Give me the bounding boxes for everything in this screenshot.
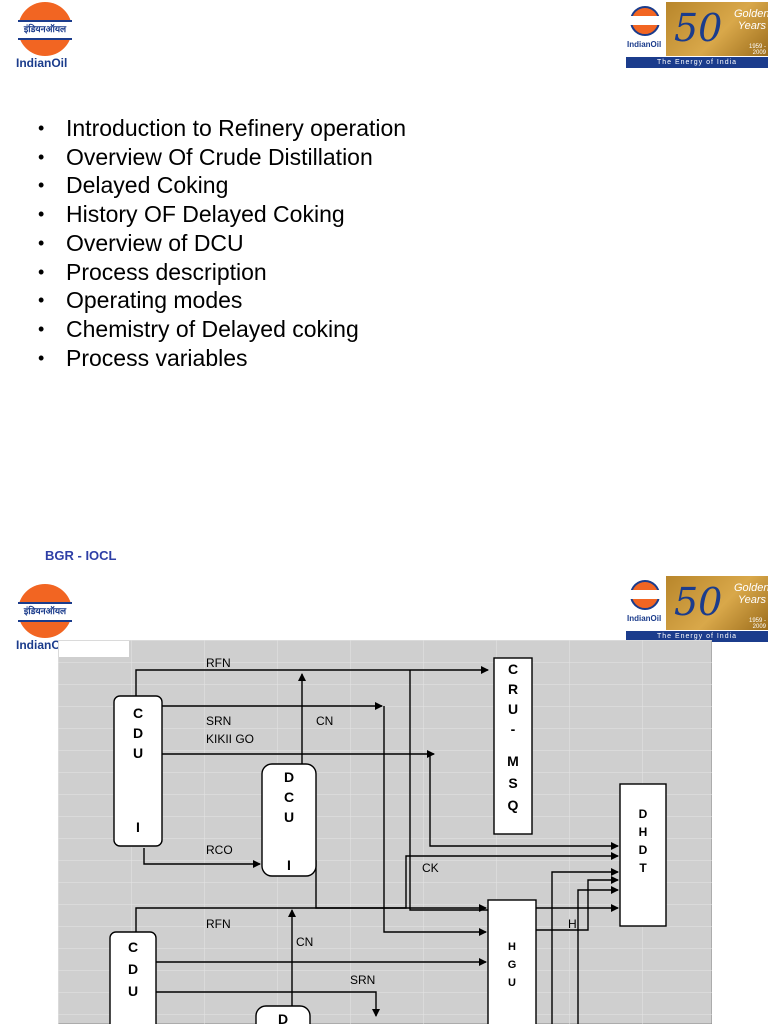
dhdt-letter: D bbox=[639, 807, 648, 821]
slide-footer: BGR - IOCL bbox=[45, 548, 117, 563]
process-flow-diagram: C D U I D C U I C R U - M S Q D H D T C … bbox=[58, 640, 712, 1024]
h-line bbox=[536, 876, 619, 931]
dcu-1-box bbox=[261, 763, 317, 877]
hgu-letter: H bbox=[508, 941, 516, 953]
diagram-header-cell bbox=[59, 641, 129, 657]
list-item: Process description bbox=[38, 258, 406, 287]
rfn-top-label: RFN bbox=[206, 656, 231, 670]
srn-to-hgu-line bbox=[383, 706, 487, 936]
mini-logo-name: IndianOil bbox=[627, 614, 662, 623]
fifty-number: 50 bbox=[674, 580, 723, 624]
agenda-list: Introduction to Refinery operation Overv… bbox=[38, 114, 406, 372]
list-item: History OF Delayed Coking bbox=[38, 200, 406, 229]
logo-script-text: इंडियनऑयल bbox=[23, 25, 67, 35]
list-item: Operating modes bbox=[38, 286, 406, 315]
cdu-2-box bbox=[109, 931, 157, 1024]
tagline-strip: The Energy of India bbox=[626, 631, 768, 642]
cdu-1-letter: D bbox=[133, 725, 143, 741]
years-range: 1959 - 2009 bbox=[748, 618, 766, 630]
golden-years-logo: IndianOil 50 Golden Years 1959 - 2009 Th… bbox=[626, 576, 768, 642]
cdu-2-letter: D bbox=[128, 961, 138, 977]
mini-logo-name: IndianOil bbox=[627, 40, 662, 49]
indianoil-logo: इंडियनऑयल IndianOil bbox=[14, 584, 78, 652]
tagline-strip: The Energy of India bbox=[626, 57, 768, 68]
rco-label: RCO bbox=[206, 843, 233, 857]
dhdt-box bbox=[619, 783, 667, 927]
cn-top-label: CN bbox=[316, 714, 333, 728]
list-item: Delayed Coking bbox=[38, 171, 406, 200]
list-item: Chemistry of Delayed coking bbox=[38, 315, 406, 344]
kikii-go-label: KIKII GO bbox=[206, 732, 254, 746]
dhdt-letter: H bbox=[639, 825, 648, 839]
dhdt-letter: D bbox=[639, 843, 648, 857]
cru-letter: R bbox=[508, 681, 518, 697]
cdu-2-letter: C bbox=[128, 939, 138, 955]
dcu-2-letter: D bbox=[278, 1011, 288, 1024]
dcu-2-box bbox=[255, 1005, 311, 1024]
golden-years-text: Golden Years bbox=[734, 582, 768, 606]
cdu-2-letter: U bbox=[128, 983, 138, 999]
dcu-1-letter: I bbox=[287, 857, 291, 873]
cru-letter: Q bbox=[508, 797, 519, 813]
dhdt-letter: T bbox=[639, 861, 647, 875]
dcu-1-letter: C bbox=[284, 789, 294, 805]
indianoil-logo: इंडियनऑयल IndianOil bbox=[14, 2, 78, 70]
flow-diagram-svg: C D U I D C U I C R U - M S Q D H D T C … bbox=[58, 640, 712, 1024]
rfn-top-line bbox=[135, 666, 489, 698]
rfn-bottom-label: RFN bbox=[206, 917, 231, 931]
hgu-letter: U bbox=[508, 977, 516, 989]
slide-2: इंडियनऑयल IndianOil IndianOil 50 Golden … bbox=[0, 572, 768, 1024]
rco-line bbox=[143, 848, 261, 868]
hgu-letter: G bbox=[508, 959, 517, 971]
kikii-go-to-dhdt-line bbox=[429, 754, 619, 850]
cdu-1-box bbox=[113, 695, 163, 847]
cdu-1-letter: U bbox=[133, 745, 143, 761]
ck-label: CK bbox=[422, 861, 439, 875]
srn-bottom-label: SRN bbox=[350, 973, 375, 987]
cn-feed-line bbox=[409, 670, 488, 911]
dcu-1-letter: D bbox=[284, 769, 294, 785]
list-item: Overview of DCU bbox=[38, 229, 406, 258]
cn-bottom-label: CN bbox=[296, 935, 313, 949]
list-item: Introduction to Refinery operation bbox=[38, 114, 406, 143]
cru-letter: U bbox=[508, 701, 518, 717]
rfn-bottom-line bbox=[135, 904, 487, 932]
golden-years-text: Golden Years bbox=[734, 8, 768, 32]
years-range: 1959 - 2009 bbox=[748, 44, 766, 56]
vertical-feed-2 bbox=[577, 886, 619, 1024]
fifty-number: 50 bbox=[674, 6, 723, 50]
srn-label: SRN bbox=[206, 714, 231, 728]
srn-bottom-line bbox=[156, 991, 380, 1017]
list-item: Process variables bbox=[38, 344, 406, 373]
logo-script-text: इंडियनऑयल bbox=[23, 607, 67, 617]
logo-name: IndianOil bbox=[16, 638, 68, 652]
dcu-1-letter: U bbox=[284, 809, 294, 825]
golden-years-logo: IndianOil 50 Golden Years 1959 - 2009 Th… bbox=[626, 2, 768, 68]
cdu-1-letter: C bbox=[133, 705, 143, 721]
cru-letter: - bbox=[511, 721, 516, 737]
vertical-feed-1 bbox=[551, 868, 619, 1024]
hgu-box bbox=[487, 899, 537, 1024]
slide-1: इंडियनऑयल IndianOil IndianOil 50 Golden … bbox=[0, 0, 768, 570]
h-label: H bbox=[568, 917, 577, 931]
logo-name: IndianOil bbox=[16, 56, 68, 70]
cdu-1-letter: I bbox=[136, 819, 140, 835]
list-item: Overview Of Crude Distillation bbox=[38, 143, 406, 172]
cru-msq-box bbox=[493, 657, 533, 835]
cru-letter: C bbox=[508, 661, 518, 677]
cru-letter: S bbox=[508, 775, 517, 791]
unit-boxes bbox=[109, 657, 667, 1024]
cru-letter: M bbox=[507, 753, 519, 769]
